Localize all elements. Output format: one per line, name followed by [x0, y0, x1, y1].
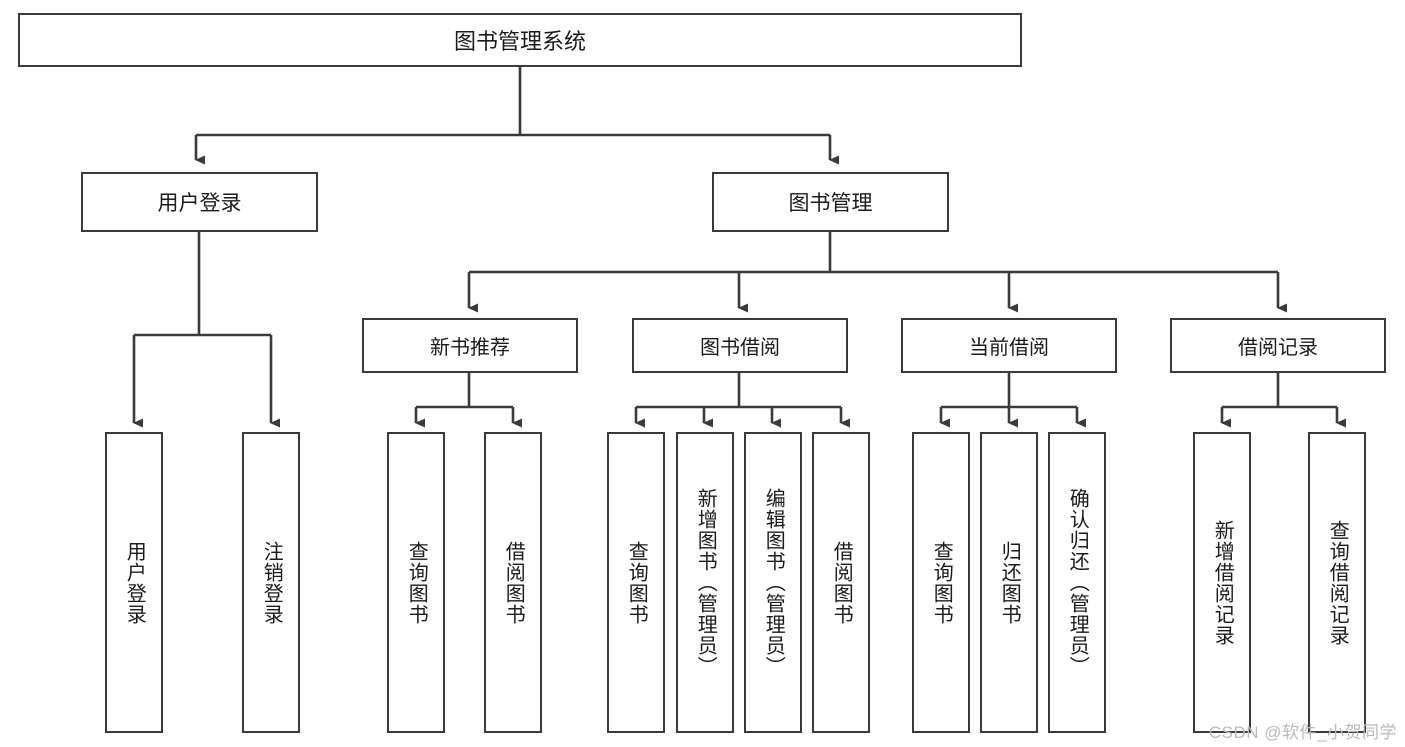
node-book-management[interactable]: 图书管理: [712, 172, 949, 232]
leaf-add-book-admin[interactable]: 新增图书（管理员）: [676, 432, 734, 733]
leaf-query-book-borrow[interactable]: 查询图书: [607, 432, 665, 733]
node-label: 当前借阅: [969, 337, 1049, 359]
leaf-logout[interactable]: 注销登录: [242, 432, 300, 733]
node-label: 借阅记录: [1238, 337, 1318, 359]
node-label: 新增借阅记录: [1211, 519, 1234, 646]
node-new-book-recommend[interactable]: 新书推荐: [362, 318, 578, 373]
node-label: 新书推荐: [430, 337, 510, 359]
node-borrow-record[interactable]: 借阅记录: [1170, 318, 1386, 373]
node-label: 查询图书: [930, 540, 953, 625]
leaf-query-borrow-record[interactable]: 查询借阅记录: [1308, 432, 1366, 733]
node-label: 注销登录: [260, 540, 283, 625]
node-label: 图书借阅: [700, 337, 780, 359]
leaf-borrow-book-recommend[interactable]: 借阅图书: [484, 432, 542, 733]
node-label: 查询图书: [625, 540, 648, 625]
leaf-add-borrow-record[interactable]: 新增借阅记录: [1193, 432, 1251, 733]
leaf-user-login[interactable]: 用户登录: [105, 432, 163, 733]
node-label: 借阅图书: [830, 540, 853, 625]
leaf-confirm-return-admin[interactable]: 确认归还（管理员）: [1048, 432, 1106, 733]
node-label: 查询借阅记录: [1326, 519, 1349, 646]
node-label: 归还图书: [998, 540, 1021, 625]
leaf-query-book-recommend[interactable]: 查询图书: [387, 432, 445, 733]
node-label: 图书管理系统: [453, 29, 586, 54]
node-user-login[interactable]: 用户登录: [81, 172, 318, 232]
node-book-borrow[interactable]: 图书借阅: [632, 318, 848, 373]
node-label: 查询图书: [405, 540, 428, 625]
node-label: 用户登录: [157, 192, 242, 215]
leaf-query-book-current[interactable]: 查询图书: [912, 432, 970, 733]
leaf-return-book[interactable]: 归还图书: [980, 432, 1038, 733]
node-label: 确认归还（管理员）: [1066, 488, 1089, 677]
node-root-system[interactable]: 图书管理系统: [18, 13, 1022, 67]
node-label: 编辑图书（管理员）: [762, 488, 785, 677]
leaf-borrow-book[interactable]: 借阅图书: [812, 432, 870, 733]
node-label: 用户登录: [123, 540, 146, 625]
node-label: 新增图书（管理员）: [694, 488, 717, 677]
node-label: 借阅图书: [502, 540, 525, 625]
watermark-text: CSDN @软件_小贺同学: [1208, 723, 1397, 742]
node-current-borrow[interactable]: 当前借阅: [901, 318, 1117, 373]
leaf-edit-book-admin[interactable]: 编辑图书（管理员）: [744, 432, 802, 733]
node-label: 图书管理: [788, 192, 873, 215]
